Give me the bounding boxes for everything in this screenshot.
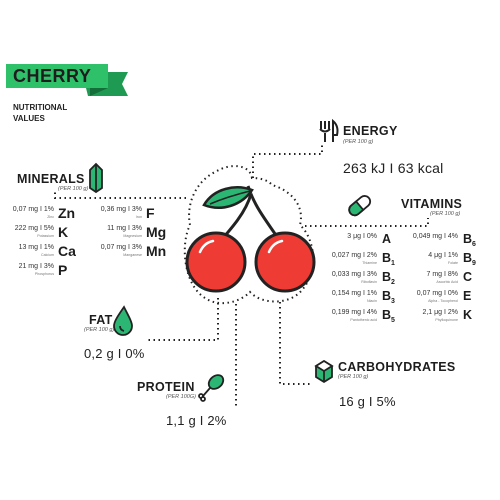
fat-heading: FAT <box>89 313 113 327</box>
drumstick-icon <box>198 374 225 402</box>
title-banner <box>6 64 128 96</box>
subtitle-line1: NUTRITIONAL <box>13 103 68 112</box>
subtitle-line2: VALUES <box>13 114 45 123</box>
carbohydrates-per: (PER 100 g) <box>338 374 369 380</box>
energy-value: 263 kJ I 63 kcal <box>343 160 444 176</box>
protein-heading: PROTEIN <box>137 380 195 394</box>
pill-icon <box>348 195 372 217</box>
banner-title: CHERRY <box>13 66 92 86</box>
sugar-cube-icon <box>314 359 334 384</box>
energy-per: (PER 100 g) <box>343 139 374 145</box>
crystal-icon <box>89 162 103 194</box>
protein-per: (PER 100G) <box>166 394 196 400</box>
cherry-illustration <box>185 185 316 293</box>
vitamins-heading: VITAMINS <box>401 197 463 211</box>
fat-per: (PER 100 g) <box>84 327 115 333</box>
protein-value: 1,1 g I 2% <box>166 413 227 428</box>
dotted-connectors <box>54 143 429 407</box>
fat-value: 0,2 g I 0% <box>84 346 145 361</box>
minerals-per: (PER 100 g) <box>58 186 89 192</box>
fork-knife-icon <box>319 118 339 142</box>
carbohydrates-value: 16 g I 5% <box>339 394 396 409</box>
carbohydrates-heading: CARBOHYDRATES <box>338 360 456 374</box>
drop-icon <box>113 305 133 336</box>
energy-heading: ENERGY <box>343 124 398 138</box>
minerals-heading: MINERALS <box>17 172 85 186</box>
vitamins-per: (PER 100 g) <box>430 211 461 217</box>
